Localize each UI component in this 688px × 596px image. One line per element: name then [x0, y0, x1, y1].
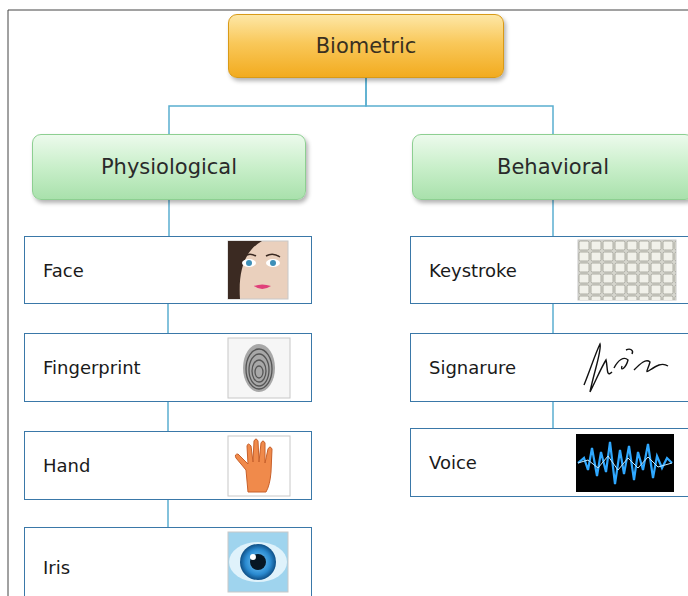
tree-connector: [167, 304, 169, 333]
node-label: Voice: [429, 452, 477, 473]
hand-icon: [228, 436, 290, 496]
trait-box: Hand: [24, 431, 312, 500]
node-label: Physiological: [101, 155, 237, 179]
face-icon: [228, 241, 288, 299]
fingerprint-icon: [228, 338, 290, 398]
node-label: Hand: [43, 455, 90, 476]
root-box: Biometric: [228, 14, 504, 78]
trait-box: Iris: [24, 527, 312, 596]
tree-connector: [167, 500, 169, 527]
trait-box: Signarure: [410, 333, 688, 402]
node-label: Behavioral: [497, 155, 609, 179]
tree-connector: [552, 200, 554, 236]
trait-box: Fingerprint: [24, 333, 312, 402]
trait-box: Keystroke: [410, 236, 688, 304]
signature-icon: [584, 344, 668, 392]
voice-waveform-icon: [576, 434, 674, 492]
node-label: Biometric: [316, 34, 417, 58]
node-label: Fingerprint: [43, 357, 141, 378]
iris-icon: [228, 532, 288, 592]
category-box: Behavioral: [412, 134, 688, 200]
tree-connector: [169, 78, 366, 134]
trait-box: Voice: [410, 428, 688, 497]
keyboard-icon: [578, 240, 676, 300]
tree-connector: [167, 402, 169, 431]
tree-connector: [552, 304, 554, 333]
node-label: Face: [43, 260, 84, 281]
tree-connector: [552, 402, 554, 428]
node-label: Iris: [43, 557, 70, 578]
node-label: Signarure: [429, 357, 516, 378]
tree-connector: [366, 78, 553, 134]
trait-box: Face: [24, 236, 312, 304]
tree-connector: [168, 200, 170, 236]
node-label: Keystroke: [429, 260, 517, 281]
category-box: Physiological: [32, 134, 306, 200]
